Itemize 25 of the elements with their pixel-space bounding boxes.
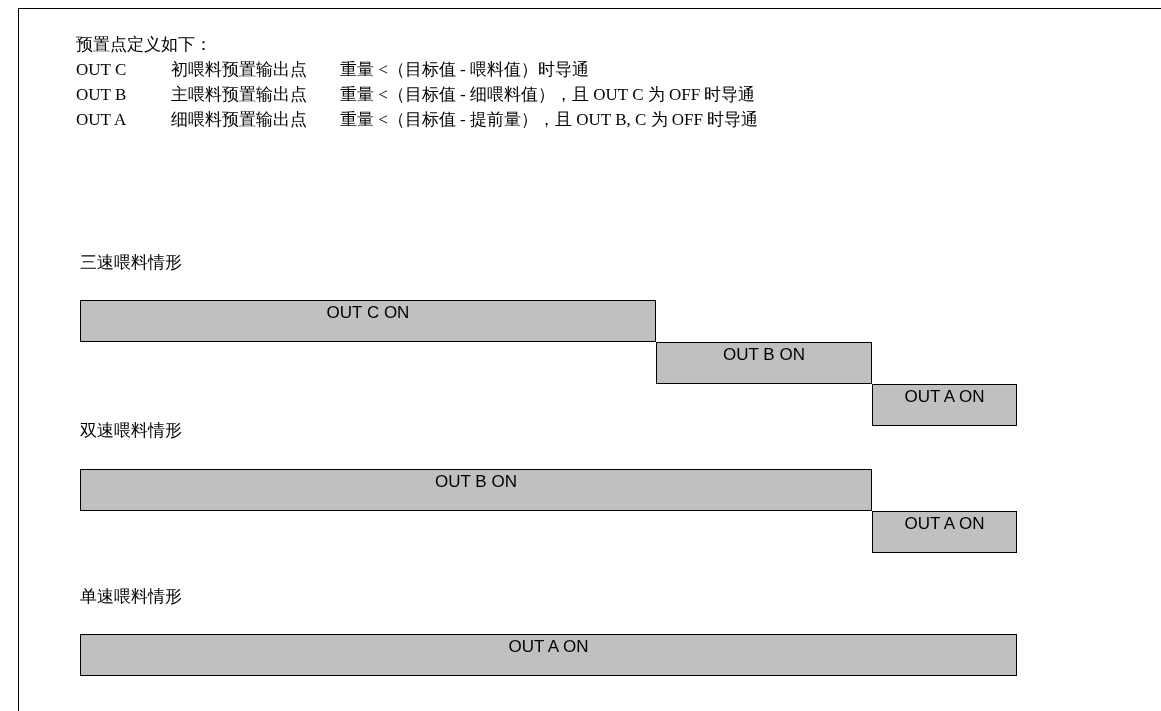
timing-bar	[656, 342, 872, 384]
text-label: 细喂料预置输出点	[171, 109, 307, 131]
bar-label: OUT B ON	[435, 471, 517, 493]
text-label: 双速喂料情形	[80, 420, 182, 442]
bar-label: OUT B ON	[723, 344, 805, 366]
bar-label: OUT A ON	[904, 513, 985, 535]
text-label: 单速喂料情形	[80, 586, 182, 608]
timing-bar	[80, 634, 1017, 676]
text-label: OUT A	[76, 109, 127, 131]
text-label: 重量 <（目标值 - 细喂料值），且 OUT C 为 OFF 时导通	[340, 84, 756, 106]
text-label: 主喂料预置输出点	[171, 84, 307, 106]
text-label: OUT C	[76, 59, 127, 81]
text-label: 初喂料预置输出点	[171, 59, 307, 81]
timing-bar	[80, 300, 656, 342]
timing-bar	[872, 384, 1017, 426]
timing-bar	[872, 511, 1017, 553]
bar-label: OUT A ON	[904, 386, 985, 408]
text-label: 重量 <（目标值 - 提前量），且 OUT B, C 为 OFF 时导通	[340, 109, 759, 131]
text-label: 重量 <（目标值 - 喂料值）时导通	[340, 59, 589, 81]
bar-label: OUT A ON	[508, 636, 589, 658]
bar-label: OUT C ON	[326, 302, 410, 324]
text-label: 预置点定义如下：	[76, 34, 212, 56]
text-label: 三速喂料情形	[80, 252, 182, 274]
text-label: OUT B	[76, 84, 127, 106]
timing-bar	[80, 469, 872, 511]
